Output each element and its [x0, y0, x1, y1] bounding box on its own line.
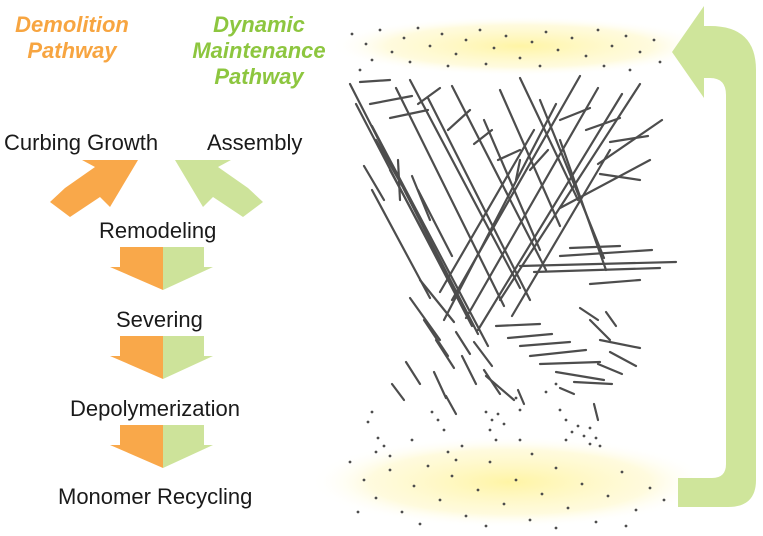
stage-assembly: Assembly	[207, 130, 303, 155]
assembly-arrow	[175, 160, 263, 217]
stage-remodeling: Remodeling	[99, 218, 217, 243]
demolition-line-1: Demolition	[15, 12, 129, 37]
stage-curbing-growth: Curbing Growth	[4, 130, 159, 155]
maintenance-line-1: Dynamic	[213, 12, 305, 37]
recycling-cycle-arrow	[672, 6, 756, 507]
stage-severing: Severing	[116, 307, 203, 332]
demolition-pathway-heading: Demolition Pathway	[8, 12, 136, 64]
remodeling-to-severing-arrow	[110, 247, 213, 290]
filament-network	[348, 74, 678, 422]
bottom-monomer-pool	[310, 436, 710, 528]
demolition-line-2: Pathway	[27, 38, 117, 63]
maintenance-pathway-heading: Dynamic Maintenance Pathway	[188, 12, 330, 90]
curbing-growth-arrow	[50, 160, 138, 217]
stage-depolymerization: Depolymerization	[70, 396, 240, 421]
maintenance-line-3: Pathway	[214, 64, 304, 89]
maintenance-line-2: Maintenance	[192, 38, 326, 63]
stage-monomer-recycling: Monomer Recycling	[58, 484, 253, 509]
monomer-dots	[348, 26, 666, 530]
severing-to-depolymerization-arrow	[110, 336, 213, 379]
depolymerization-to-recycling-arrow	[110, 425, 213, 468]
top-monomer-pool	[330, 16, 710, 76]
